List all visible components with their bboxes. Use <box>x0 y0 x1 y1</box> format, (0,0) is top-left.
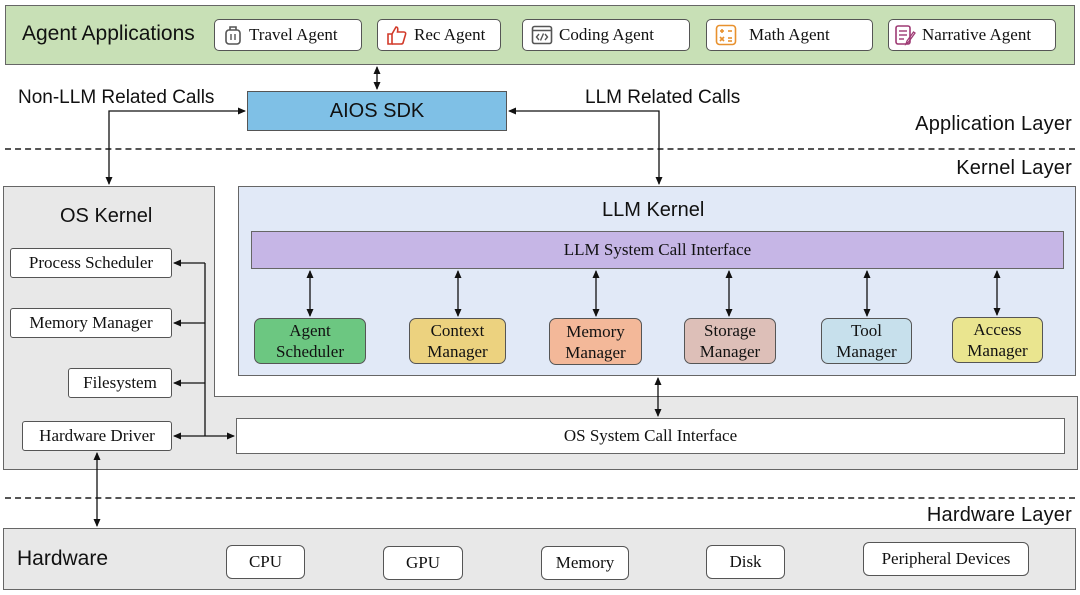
context-manager-line2: Manager <box>427 342 488 361</box>
agent-scheduler-line1: Agent <box>289 321 331 340</box>
calculator-icon <box>715 24 737 46</box>
memory-manager-os-box: Memory Manager <box>10 308 172 338</box>
llm-kernel-region <box>238 186 1076 376</box>
peripheral-devices-box: Peripheral Devices <box>863 542 1029 576</box>
math-agent-box: Math Agent <box>706 19 873 51</box>
travel-agent-label: Travel Agent <box>249 25 338 44</box>
coding-agent-label: Coding Agent <box>559 25 654 44</box>
filesystem-label: Filesystem <box>83 373 157 392</box>
rec-agent-label: Rec Agent <box>414 25 486 44</box>
tool-manager-line1: Tool <box>851 321 882 340</box>
memory-manager-line1: Memory <box>566 321 625 341</box>
hardware-region <box>3 528 1076 590</box>
non-llm-calls-label: Non-LLM Related Calls <box>18 87 215 108</box>
hardware-driver-label: Hardware Driver <box>39 426 155 445</box>
storage-manager-line2: Manager <box>699 342 761 361</box>
math-agent-label: Math Agent <box>749 25 830 44</box>
gpu-label: GPU <box>405 553 440 572</box>
cpu-box: CPU <box>226 545 305 579</box>
process-scheduler-box: Process Scheduler <box>10 248 172 278</box>
os-system-call-interface: OS System Call Interface <box>236 418 1065 454</box>
luggage-icon <box>225 26 241 45</box>
access-manager-line2: Manager <box>967 341 1028 360</box>
agent-scheduler-line2: Scheduler <box>276 342 344 361</box>
thumbs-up-icon <box>387 26 407 45</box>
llm-calls-label: LLM Related Calls <box>585 87 741 108</box>
disk-box: Disk <box>706 545 785 579</box>
access-manager-line1: Access <box>973 320 1022 339</box>
hardware-title: Hardware <box>17 547 109 570</box>
hardware-driver-box: Hardware Driver <box>22 421 172 451</box>
memory-manager-line2: Manager <box>565 342 626 362</box>
kernel-hardware-divider <box>5 497 1075 499</box>
llm-system-call-interface-label: LLM System Call Interface <box>563 240 752 259</box>
llm-kernel-title: LLM Kernel <box>602 199 705 221</box>
filesystem-box: Filesystem <box>68 368 172 398</box>
tool-manager-line2: Manager <box>836 342 897 361</box>
cpu-label: CPU <box>248 552 283 571</box>
os-kernel-title: OS Kernel <box>60 205 153 227</box>
os-system-call-interface-label: OS System Call Interface <box>563 426 738 445</box>
hardware-layer-label: Hardware Layer <box>926 504 1072 526</box>
rec-agent-box: Rec Agent <box>377 19 501 51</box>
gpu-box: GPU <box>383 546 463 580</box>
narrative-agent-label: Narrative Agent <box>922 25 1032 44</box>
disk-label: Disk <box>729 552 762 571</box>
code-window-icon <box>531 25 553 45</box>
peripheral-devices-label: Peripheral Devices <box>881 549 1011 568</box>
aios-sdk-box: AIOS SDK <box>247 91 507 131</box>
storage-manager-line1: Storage <box>704 321 756 340</box>
memory-hw-label: Memory <box>555 553 615 572</box>
process-scheduler-label: Process Scheduler <box>28 253 154 272</box>
memory-manager-os-label: Memory Manager <box>29 313 153 332</box>
llm-connector <box>508 107 663 185</box>
kernel-layer-label: Kernel Layer <box>956 157 1072 179</box>
llm-system-call-interface: LLM System Call Interface <box>251 231 1064 269</box>
application-layer-label: Application Layer <box>915 113 1072 135</box>
non-llm-connector <box>105 107 246 185</box>
aios-sdk-label: AIOS SDK <box>329 99 425 122</box>
memory-hw-box: Memory <box>541 546 629 580</box>
coding-agent-box: Coding Agent <box>522 19 690 51</box>
agent-applications-title: Agent Applications <box>22 22 195 45</box>
context-manager-line1: Context <box>430 321 485 340</box>
travel-agent-box: Travel Agent <box>214 19 362 51</box>
document-pen-icon <box>895 25 916 46</box>
narrative-agent-box: Narrative Agent <box>888 19 1056 51</box>
